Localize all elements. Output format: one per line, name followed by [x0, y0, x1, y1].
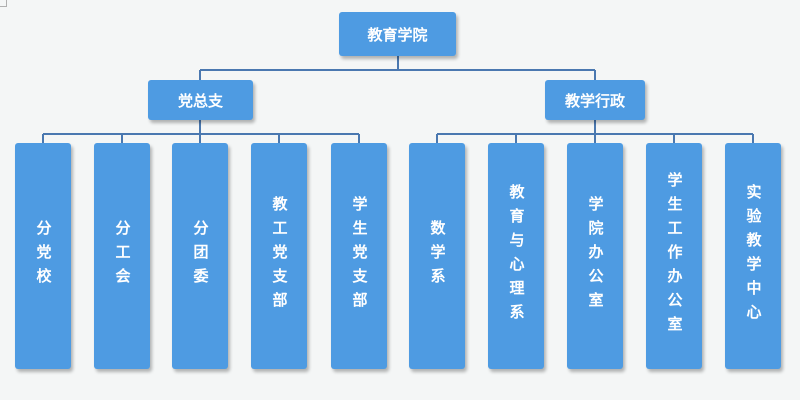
leaf-node: 实验教学中心 — [725, 143, 781, 369]
root-connector — [199, 56, 596, 82]
leaf-node-label: 学生党支部 — [350, 196, 369, 316]
leaf-node: 分工会 — [94, 143, 150, 369]
leaf-node: 学生工作办公室 — [646, 143, 702, 369]
leaf-node: 教育与心理系 — [488, 143, 544, 369]
leaf-node-label: 分工会 — [113, 220, 132, 292]
branch-2-connector — [436, 120, 754, 143]
corner-mark — [0, 0, 7, 7]
leaf-node: 数学系 — [409, 143, 465, 369]
branch-node-label: 教学行政 — [564, 91, 625, 110]
leaf-node-label: 实验教学中心 — [744, 184, 763, 328]
leaf-node: 学生党支部 — [331, 143, 387, 369]
leaf-node: 分党校 — [15, 143, 71, 369]
branch-node-admin: 教学行政 — [545, 80, 645, 120]
leaf-node-label: 数学系 — [428, 220, 447, 292]
leaf-node-label: 分团委 — [191, 220, 210, 292]
leaf-node: 分团委 — [172, 143, 228, 369]
branch-1-connector — [42, 120, 360, 143]
leaf-node-label: 学院办公室 — [586, 196, 605, 316]
leaf-node-label: 学生工作办公室 — [665, 172, 684, 340]
leaf-node: 教工党支部 — [251, 143, 307, 369]
leaf-node-label: 教育与心理系 — [507, 184, 526, 328]
branch-node-label: 党总支 — [177, 91, 223, 110]
leaf-node-label: 教工党支部 — [270, 196, 289, 316]
leaf-node: 学院办公室 — [567, 143, 623, 369]
leaf-node-label: 分党校 — [34, 220, 53, 292]
branch-node-party: 党总支 — [148, 80, 253, 120]
root-node-label: 教育学院 — [367, 25, 428, 44]
root-node: 教育学院 — [339, 12, 456, 56]
